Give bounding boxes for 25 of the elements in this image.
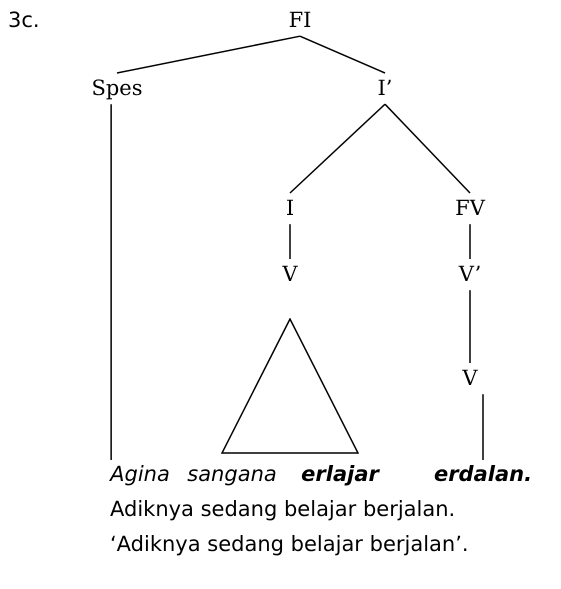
tree-branch-line bbox=[384, 104, 471, 194]
label-number: 3c. bbox=[8, 8, 40, 34]
sentence-word: Agina bbox=[110, 462, 170, 488]
tree-node-label: V’ bbox=[458, 262, 482, 288]
tree-branch-line bbox=[469, 290, 471, 363]
tree-branch-line bbox=[289, 104, 386, 194]
tree-branch-line bbox=[289, 224, 291, 259]
tree-node-label: FI bbox=[288, 8, 312, 34]
tree-branch-line bbox=[110, 104, 112, 460]
tree-branch-line bbox=[469, 224, 471, 259]
tree-branch-line bbox=[116, 35, 300, 74]
tree-node-label: Spes bbox=[91, 76, 143, 102]
sentence-word: sangana bbox=[187, 462, 277, 488]
sentence-word: erlajar bbox=[301, 462, 379, 488]
tree-node-label: I’ bbox=[378, 76, 392, 102]
tree-branch-line bbox=[482, 394, 484, 460]
triangle-shape bbox=[221, 318, 359, 454]
tree-branch-line bbox=[300, 36, 386, 74]
sentence-word: erdalan. bbox=[434, 462, 532, 488]
tree-node-label: V bbox=[282, 262, 298, 288]
gloss-line: Adiknya sedang belajar berjalan. bbox=[110, 497, 456, 522]
tree-node-label: FV bbox=[455, 196, 485, 222]
tree-node-label: I bbox=[286, 196, 294, 222]
tree-node-label: V bbox=[462, 366, 478, 392]
translation-line: ‘Adiknya sedang belajar berjalan’. bbox=[110, 532, 469, 558]
